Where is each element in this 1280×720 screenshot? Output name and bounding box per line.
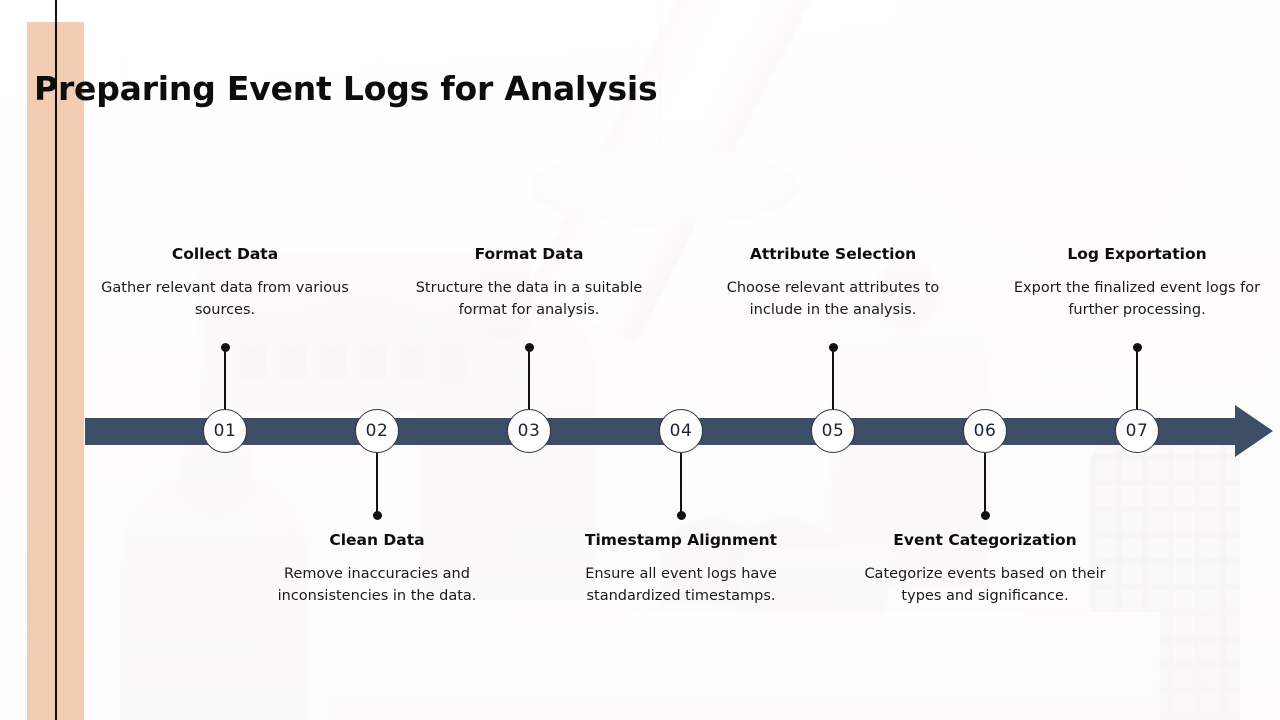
timeline-connector bbox=[224, 349, 226, 409]
timeline-step-description: Structure the data in a suitable format … bbox=[415, 280, 643, 318]
timeline-step-description: Remove inaccuracies and inconsistencies … bbox=[277, 566, 477, 604]
timeline-connector-dot bbox=[524, 343, 534, 352]
timeline-node-01[interactable]: 01 bbox=[203, 409, 247, 453]
timeline-node-number: 07 bbox=[1125, 421, 1149, 441]
timeline-connector bbox=[984, 453, 986, 515]
timeline-step-title: Timestamp Alignment bbox=[584, 531, 778, 549]
timeline-node-number: 01 bbox=[213, 421, 237, 441]
left-accent-line bbox=[55, 0, 57, 720]
timeline-connector-dot bbox=[1132, 343, 1142, 352]
timeline-node-number: 06 bbox=[973, 421, 997, 441]
timeline-connector bbox=[832, 349, 834, 409]
timeline-step-title: Format Data bbox=[474, 245, 584, 263]
timeline-node-06[interactable]: 06 bbox=[963, 409, 1007, 453]
timeline-step-description: Categorize events based on their types a… bbox=[864, 566, 1106, 604]
timeline-step-title: Log Exportation bbox=[1067, 245, 1207, 263]
timeline-node-04[interactable]: 04 bbox=[659, 409, 703, 453]
timeline-step-title: Clean Data bbox=[329, 531, 425, 549]
timeline-step-description: Choose relevant attributes to include in… bbox=[726, 280, 940, 318]
timeline-connector bbox=[1136, 349, 1138, 409]
timeline-node-number: 05 bbox=[821, 421, 845, 441]
timeline-step-title: Event Categorization bbox=[893, 531, 1077, 549]
timeline-step-description: Ensure all event logs have standardized … bbox=[585, 566, 777, 604]
timeline-connector bbox=[680, 453, 682, 515]
timeline-step-title: Attribute Selection bbox=[749, 245, 917, 263]
timeline-connector-dot bbox=[828, 343, 838, 352]
timeline-node-number: 02 bbox=[365, 421, 389, 441]
timeline-node-number: 04 bbox=[669, 421, 693, 441]
timeline-node-05[interactable]: 05 bbox=[811, 409, 855, 453]
timeline-connector bbox=[376, 453, 378, 515]
timeline-step-description: Gather relevant data from various source… bbox=[101, 280, 349, 318]
timeline-node-07[interactable]: 07 bbox=[1115, 409, 1159, 453]
timeline-connector-dot bbox=[980, 511, 990, 520]
timeline-step-description: Export the finalized event logs for furt… bbox=[1013, 280, 1261, 318]
timeline-connector-dot bbox=[372, 511, 382, 520]
timeline-connector-dot bbox=[220, 343, 230, 352]
timeline-connector-dot bbox=[676, 511, 686, 520]
timeline-step-title: Collect Data bbox=[171, 245, 279, 263]
page-title: Preparing Event Logs for Analysis bbox=[34, 69, 658, 108]
timeline-arrow-icon bbox=[1235, 405, 1273, 457]
timeline-node-number: 03 bbox=[517, 421, 541, 441]
timeline-connector bbox=[528, 349, 530, 409]
timeline-node-02[interactable]: 02 bbox=[355, 409, 399, 453]
timeline-node-03[interactable]: 03 bbox=[507, 409, 551, 453]
